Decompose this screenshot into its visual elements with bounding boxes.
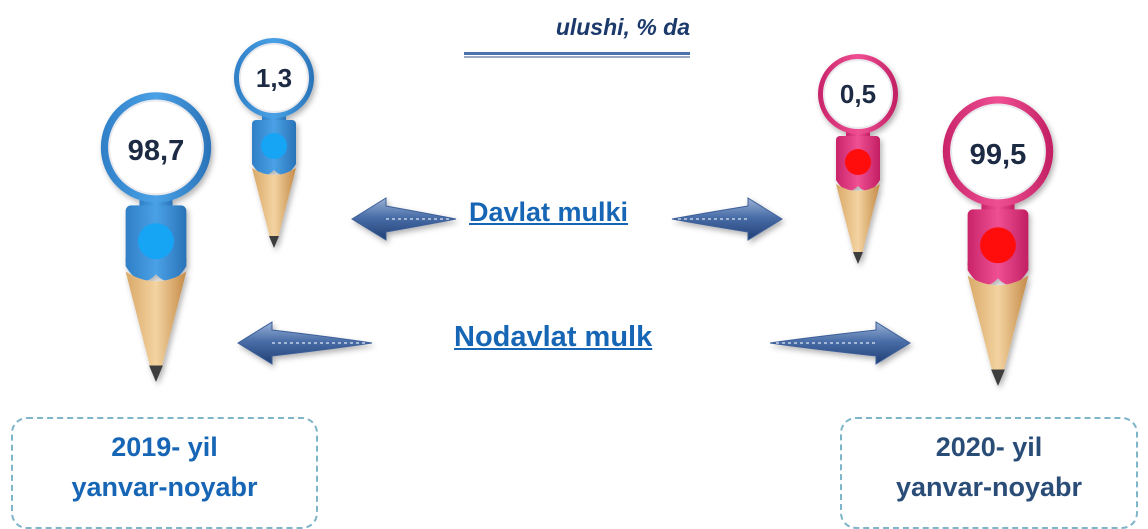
- pencil-mark-0-0: [234, 38, 314, 248]
- caption-underline: [464, 52, 690, 58]
- value-label-1-1: 99,5: [970, 139, 1027, 171]
- arrow-nodavlat-right: [769, 321, 911, 365]
- pencil-mark-0-1: [100, 92, 212, 382]
- chart-caption: ulushi, % da: [555, 14, 690, 40]
- pencil-mark-1-1: [942, 96, 1054, 386]
- value-label-0-0: 1,3: [256, 63, 292, 93]
- period-box-2019: 2019- yil yanvar-noyabr: [11, 417, 318, 529]
- category-label-davlat[interactable]: Davlat mulki: [469, 197, 629, 227]
- value-label-1-0: 0,5: [840, 79, 876, 109]
- pencil-mark-1-0: [818, 54, 898, 264]
- period-2019-months: yanvar-noyabr: [71, 472, 258, 502]
- period-2020-months: yanvar-noyabr: [895, 472, 1083, 502]
- period-box-2020: 2020- yil yanvar-noyabr: [840, 417, 1138, 529]
- value-label-0-1: 98,7: [128, 135, 185, 167]
- period-2019-year: 2019- yil: [111, 432, 218, 462]
- period-2020-year: 2020- yil: [935, 432, 1043, 462]
- category-label-nodavlat[interactable]: Nodavlat mulk: [454, 321, 653, 353]
